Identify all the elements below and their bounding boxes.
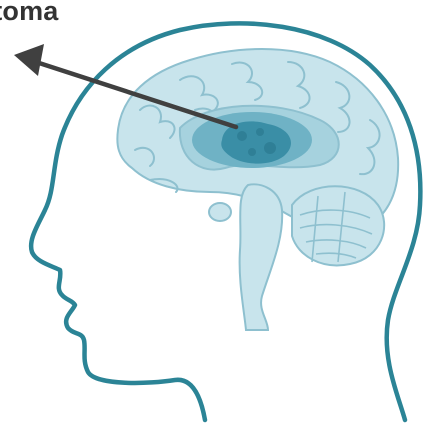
pituitary: [209, 203, 231, 221]
pointer-arrowhead-icon: [14, 44, 44, 76]
brainstem: [240, 184, 283, 330]
